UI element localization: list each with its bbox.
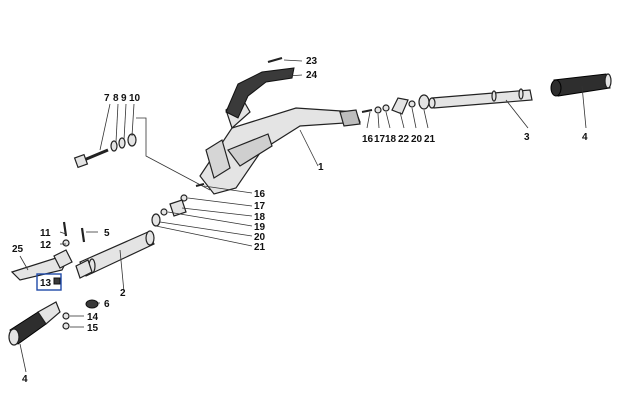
- callout-11: 11: [40, 228, 51, 239]
- cover-plate: [225, 67, 295, 119]
- callout-4-left: 4: [22, 374, 28, 385]
- callout-labels: 1 2 3 4 4 5 6 7 8 9 10 11 12 13 14 15 16…: [12, 56, 588, 385]
- callout-4-right: 4: [582, 132, 588, 143]
- callout-10: 10: [129, 93, 141, 104]
- cover-screw: [267, 56, 283, 64]
- left-grip: [8, 301, 61, 346]
- callout-14: 14: [87, 312, 99, 323]
- callout-20-center: 20: [254, 232, 266, 243]
- callout-16-right: 16: [362, 134, 374, 145]
- callout-3: 3: [524, 132, 530, 143]
- callout-17-right: 17: [374, 134, 386, 145]
- callout-18-right: 18: [385, 134, 397, 145]
- callout-9: 9: [121, 93, 127, 104]
- callout-15: 15: [87, 323, 99, 334]
- callout-22: 22: [398, 134, 410, 145]
- callout-21-center: 21: [254, 242, 266, 253]
- callout-8: 8: [113, 93, 119, 104]
- callout-7: 7: [104, 93, 110, 104]
- callout-2: 2: [120, 288, 126, 299]
- callout-6: 6: [104, 299, 110, 310]
- callout-24: 24: [306, 70, 318, 81]
- callout-17-center: 17: [254, 201, 266, 212]
- callout-1: 1: [318, 162, 324, 173]
- callout-25: 25: [12, 244, 24, 255]
- callout-20-right: 20: [411, 134, 423, 145]
- right-small-parts: [361, 94, 430, 115]
- handlebar-casting: [199, 97, 361, 195]
- clamp-bolt: [73, 133, 137, 169]
- right-tube: [428, 88, 533, 109]
- lever-bracket-left: [53, 249, 93, 279]
- callout-13: 13: [40, 278, 52, 289]
- callout-13-highlight: [36, 273, 62, 291]
- callout-12: 12: [40, 240, 52, 251]
- callout-18-center: 18: [254, 212, 266, 223]
- callout-23: 23: [306, 56, 318, 67]
- right-grip: [550, 73, 612, 97]
- center-small-parts: [151, 183, 205, 227]
- leader-lines: [19, 59, 587, 373]
- callout-19: 19: [254, 222, 266, 233]
- callout-21-right: 21: [424, 134, 436, 145]
- callout-5: 5: [104, 228, 110, 239]
- callout-16-center: 16: [254, 189, 266, 200]
